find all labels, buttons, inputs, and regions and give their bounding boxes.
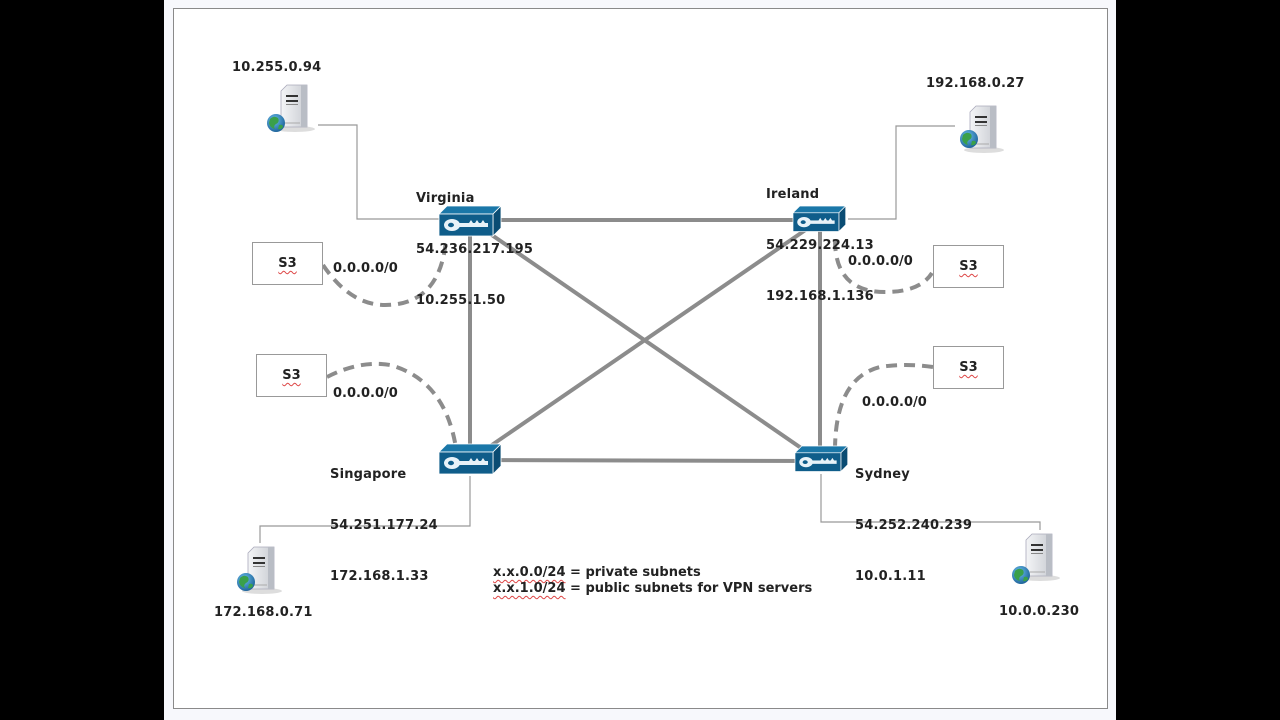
globe-icon bbox=[237, 573, 255, 591]
server-icon-ireland[interactable] bbox=[960, 105, 1005, 154]
gateway-public-ip: 54.229.224.13 bbox=[766, 238, 874, 253]
vpn-link-ireland-singapore bbox=[468, 218, 822, 462]
gateway-label-virginia: Virginia 54.236.217.195 10.255.1.50 bbox=[416, 156, 533, 326]
connector-ireland bbox=[848, 125, 955, 220]
vpn-gateway-singapore-icon[interactable] bbox=[438, 443, 502, 475]
s3-label: S3 bbox=[282, 368, 301, 383]
legend-line-private: x.x.0.0/24 = private subnets bbox=[493, 565, 812, 581]
vpn-link-singapore-sydney bbox=[469, 458, 821, 463]
s3-route-virginia bbox=[321, 239, 448, 308]
gateway-private-ip: 10.255.1.50 bbox=[416, 293, 506, 308]
s3-label: S3 bbox=[959, 360, 978, 375]
gateway-name: Sydney bbox=[855, 467, 910, 482]
gateway-label-ireland: Ireland 54.229.224.13 192.168.1.136 bbox=[766, 152, 874, 322]
gateway-private-ip: 172.168.1.33 bbox=[330, 569, 429, 584]
legend-line-public: x.x.1.0/24 = public subnets for VPN serv… bbox=[493, 581, 812, 597]
gateway-label-sydney: Sydney 54.252.240.239 10.0.1.11 bbox=[855, 432, 972, 602]
connector-sydney bbox=[820, 474, 1041, 530]
globe-icon bbox=[1012, 566, 1030, 584]
server-icon-singapore[interactable] bbox=[237, 546, 283, 595]
s3-route-sydney bbox=[833, 363, 934, 449]
connector-singapore bbox=[259, 476, 471, 543]
route-label-ireland: 0.0.0.0/0 bbox=[848, 254, 913, 269]
gateway-name: Singapore bbox=[330, 467, 407, 482]
s3-box-sydney[interactable]: S3 bbox=[933, 346, 1004, 389]
route-label-sydney: 0.0.0.0/0 bbox=[862, 395, 927, 410]
vpn-gateway-sydney-icon[interactable] bbox=[794, 445, 849, 472]
gateway-public-ip: 54.251.177.24 bbox=[330, 518, 438, 533]
s3-label: S3 bbox=[278, 256, 297, 271]
vpn-links bbox=[468, 218, 822, 463]
gateway-name: Ireland bbox=[766, 187, 820, 202]
legend-text: = private subnets bbox=[565, 565, 701, 580]
s3-route-ireland bbox=[833, 239, 934, 295]
s3-box-ireland[interactable]: S3 bbox=[933, 245, 1004, 288]
s3-routes bbox=[321, 239, 934, 449]
s3-label: S3 bbox=[959, 259, 978, 274]
route-label-singapore: 0.0.0.0/0 bbox=[333, 386, 398, 401]
server-connectors bbox=[259, 124, 1041, 543]
route-label-virginia: 0.0.0.0/0 bbox=[333, 261, 398, 276]
legend-text: = public subnets for VPN servers bbox=[565, 581, 813, 596]
s3-box-singapore[interactable]: S3 bbox=[256, 354, 327, 397]
legend-prefix: x.x.0.0/24 bbox=[493, 565, 566, 580]
server-ip-virginia: 10.255.0.94 bbox=[232, 60, 322, 75]
server-icon-sydney[interactable] bbox=[1012, 533, 1061, 584]
s3-box-virginia[interactable]: S3 bbox=[252, 242, 323, 285]
gateway-name: Virginia bbox=[416, 191, 475, 206]
gateway-public-ip: 54.236.217.195 bbox=[416, 242, 534, 257]
server-ip-ireland: 192.168.0.27 bbox=[926, 76, 1025, 91]
gateway-private-ip: 10.0.1.11 bbox=[855, 569, 926, 584]
gateway-public-ip: 54.252.240.239 bbox=[855, 518, 973, 533]
server-icon-virginia[interactable] bbox=[267, 84, 316, 133]
subnet-legend: x.x.0.0/24 = private subnets x.x.1.0/24 … bbox=[493, 565, 812, 597]
connector-virginia bbox=[318, 124, 440, 220]
s3-route-singapore bbox=[326, 361, 458, 449]
globe-icon bbox=[267, 114, 285, 132]
legend-prefix: x.x.1.0/24 bbox=[493, 581, 566, 596]
gateway-private-ip: 192.168.1.136 bbox=[766, 289, 874, 304]
gateway-label-singapore: Singapore 54.251.177.24 172.168.1.33 bbox=[330, 432, 438, 602]
server-ip-sydney: 10.0.0.230 bbox=[999, 604, 1080, 619]
server-ip-singapore: 172.168.0.71 bbox=[214, 605, 313, 620]
globe-icon bbox=[960, 130, 978, 148]
